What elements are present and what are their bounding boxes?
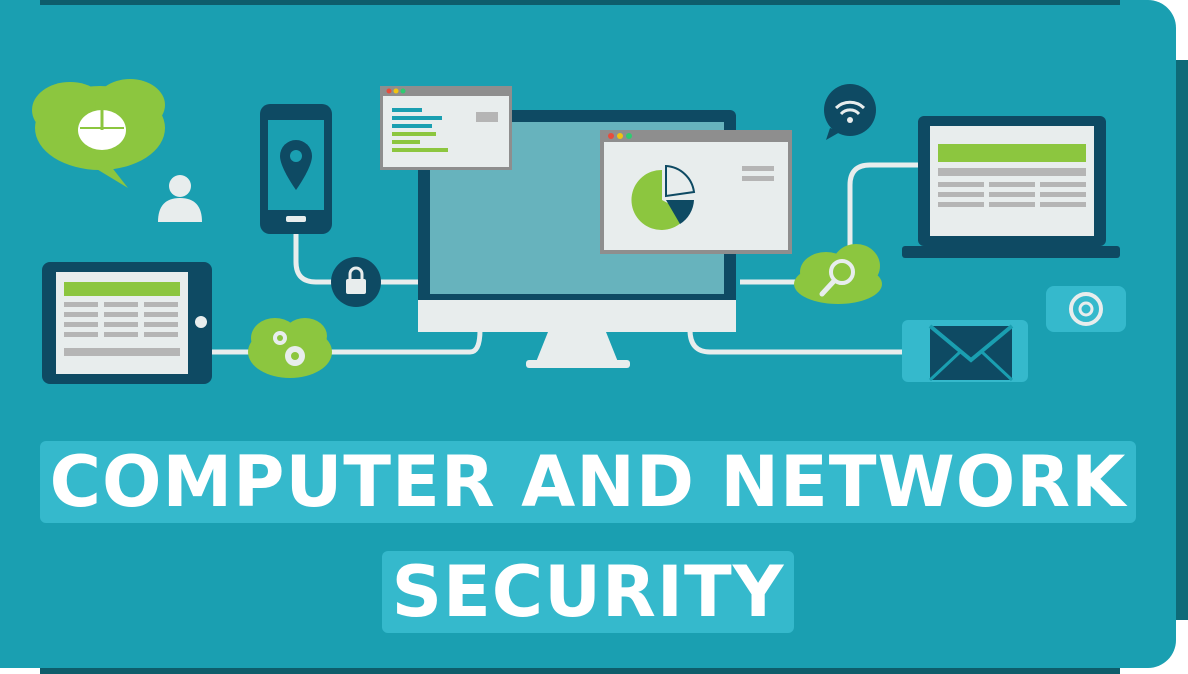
top-border (40, 0, 1120, 5)
title-line-2: SECURITY (0, 551, 1176, 633)
user-icon (158, 175, 202, 222)
lock-icon (331, 257, 381, 307)
tablet-icon (42, 262, 212, 384)
laptop-icon (902, 116, 1120, 258)
title-line-1: COMPUTER AND NETWORK (0, 440, 1176, 524)
email-icon (902, 320, 1028, 382)
bottom-border (40, 668, 1120, 674)
cloud-mouse-icon (32, 79, 165, 188)
cloud-gear-icon (248, 318, 332, 378)
cloud-search-icon (794, 244, 882, 304)
wifi-icon (824, 84, 876, 140)
connector-lines (200, 162, 920, 355)
title-line-2-text: SECURITY (381, 551, 795, 633)
bar-chart-window-icon (380, 86, 512, 170)
at-sign-icon (1046, 286, 1126, 332)
network-illustration (32, 79, 1126, 384)
pie-chart-window-icon (600, 130, 792, 254)
smartphone-location-icon (260, 104, 332, 234)
title-line-1-text: COMPUTER AND NETWORK (39, 441, 1137, 523)
right-border (1176, 60, 1188, 620)
